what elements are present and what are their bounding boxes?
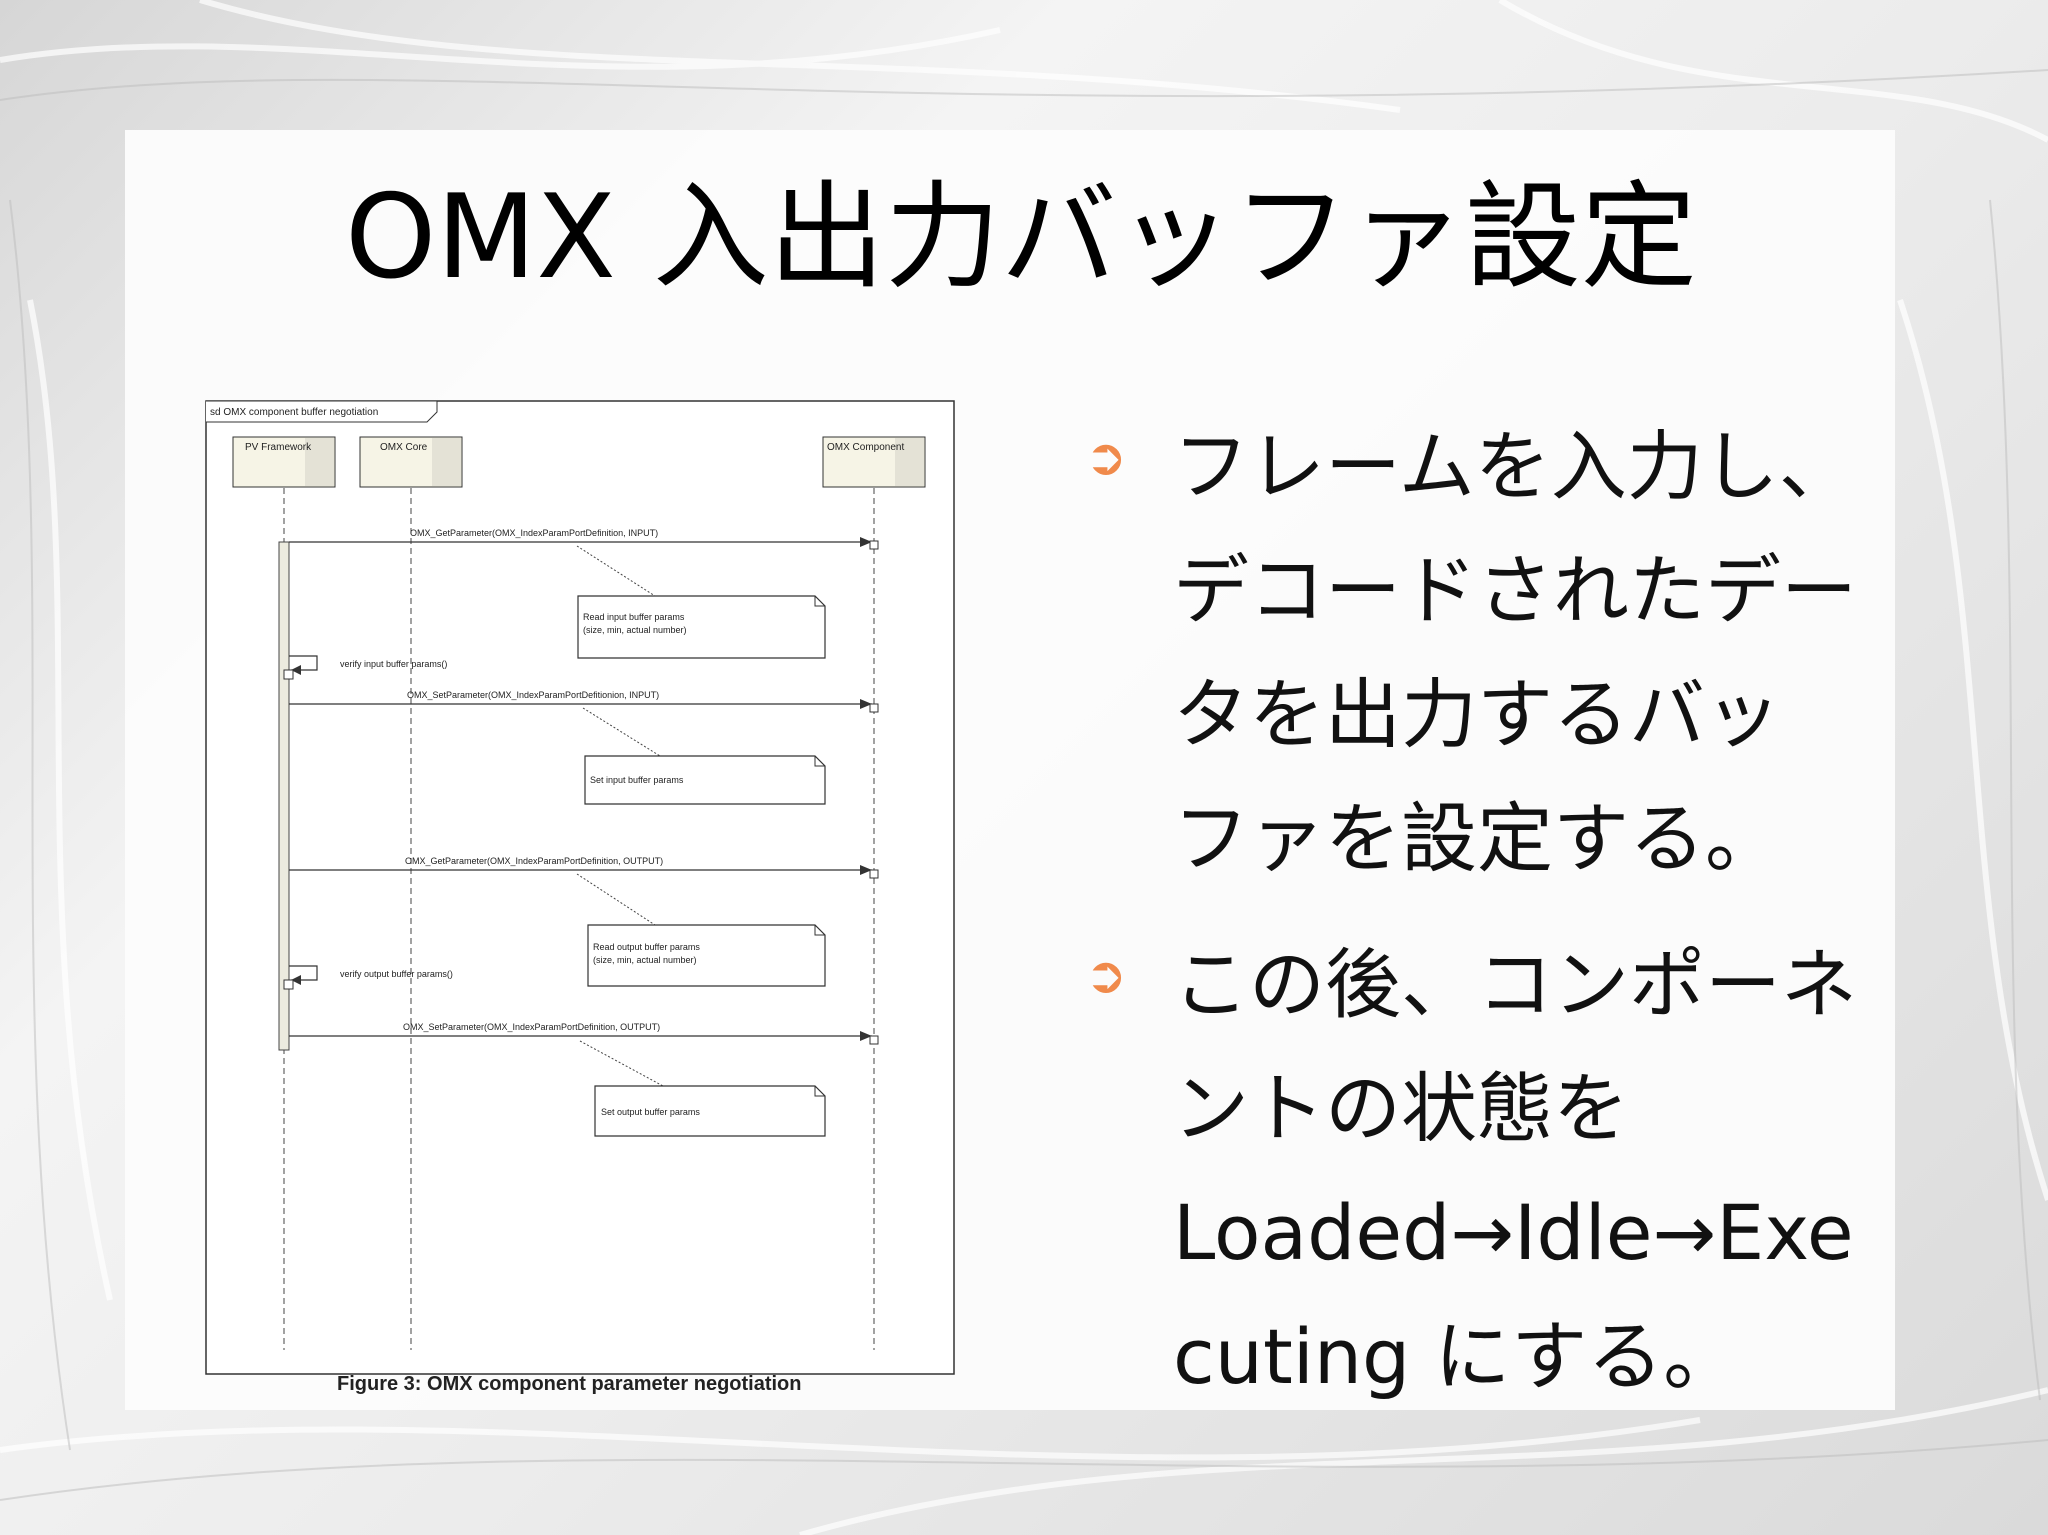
arrow-bullet-icon: ➲ — [1085, 946, 1127, 1004]
lifeline-omx-component: OMX Component — [822, 436, 926, 488]
slide-title: OMX 入出力バッファ設定 — [345, 170, 1697, 305]
bullet-item: ➲ この後、コンポーネ ントの状態を Loaded→Idle→Exe cutin… — [1085, 923, 2025, 1419]
frame-label: sd OMX component buffer negotiation — [210, 407, 378, 418]
message-4-label: OMX_GetParameter(OMX_IndexParamPortDefin… — [405, 856, 663, 866]
lifeline-label-omx-component: OMX Component — [827, 442, 904, 453]
activation-bar-pv — [278, 541, 290, 1051]
bullet-text: フレームを入力し、 デコードされたデー タを出力するバッ ファを設定する。 — [1173, 422, 1857, 883]
message-5-label: verify output buffer params() — [340, 969, 453, 979]
lifeline-label-omx-core: OMX Core — [380, 442, 428, 453]
note-read-input: Read input buffer params (size, min, act… — [577, 595, 826, 659]
message-3-label: OMX_SetParameter(OMX_IndexParamPortDefit… — [407, 690, 659, 700]
note-set-input: Set input buffer params — [584, 755, 826, 805]
sequence-diagram-figure: sd OMX component buffer negotiation PV F… — [205, 400, 955, 1375]
note-1-line-2: (size, min, actual number) — [583, 625, 687, 635]
note-read-output: Read output buffer params (size, min, ac… — [587, 924, 826, 987]
bullet-text: この後、コンポーネ ントの状態を Loaded→Idle→Exe cuting … — [1173, 940, 1857, 1401]
message-6-label: OMX_SetParameter(OMX_IndexParamPortDefin… — [403, 1022, 660, 1032]
note-4-line-1: Set output buffer params — [601, 1107, 700, 1117]
note-2-line-1: Set input buffer params — [590, 775, 684, 785]
messages: OMX_GetParameter(OMX_IndexParamPortDefin… — [283, 528, 879, 1045]
message-2-label: verify input buffer params() — [340, 659, 447, 669]
figure-caption: Figure 3: OMX component parameter negoti… — [337, 1373, 802, 1395]
notes: Read input buffer params (size, min, act… — [577, 595, 826, 1137]
message-1-label: OMX_GetParameter(OMX_IndexParamPortDefin… — [410, 528, 658, 538]
bullet-item: ➲ フレームを入力し、 デコードされたデー タを出力するバッ ファを設定する。 — [1085, 405, 2025, 901]
bullet-list: ➲ フレームを入力し、 デコードされたデー タを出力するバッ ファを設定する。 … — [1085, 405, 2025, 1441]
lifeline-pv-framework: PV Framework — [232, 436, 336, 488]
note-anchors — [576, 545, 664, 1087]
lifeline-omx-core: OMX Core — [359, 436, 463, 488]
note-set-output: Set output buffer params — [594, 1085, 826, 1137]
arrow-bullet-icon: ➲ — [1085, 428, 1127, 486]
note-1-line-1: Read input buffer params — [583, 612, 685, 622]
lifeline-heads: PV Framework OMX Core OMX Component — [232, 436, 926, 488]
note-3-line-1: Read output buffer params — [593, 942, 700, 952]
note-3-line-2: (size, min, actual number) — [593, 955, 697, 965]
lifeline-label-pv-framework: PV Framework — [245, 442, 312, 453]
sequence-diagram: sd OMX component buffer negotiation PV F… — [205, 400, 955, 1375]
